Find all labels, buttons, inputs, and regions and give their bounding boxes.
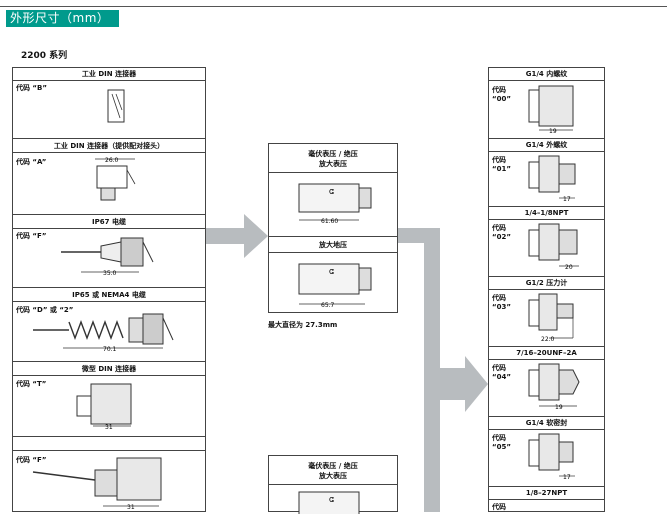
- svg-text:ⵛ: ⵛ: [329, 188, 334, 196]
- cable-f-drawing: 31: [32, 457, 162, 511]
- svg-text:ⵛ: ⵛ: [329, 496, 334, 504]
- left-section-1-code: 代码 “B”: [16, 84, 47, 92]
- right-section-1-title: G1/4 内螺纹: [489, 68, 604, 81]
- middle-top-title-2: 放大表压: [319, 160, 347, 168]
- fitting-05-drawing: 17: [528, 433, 575, 481]
- dim-label-a: 26.0: [105, 157, 119, 164]
- right-section-7-title: 1/8–27NPT: [489, 487, 604, 500]
- left-section-4-code: 代码 “D” 或 “2”: [16, 306, 74, 314]
- ip65-cable-drawing: 70.1: [33, 313, 174, 353]
- left-section-5-title: 微型 DIN 连接器: [13, 363, 205, 376]
- sensor-body-drawing-2: ⵛ 65.7: [298, 263, 372, 309]
- dim-label-00: 19: [549, 128, 557, 135]
- sensor-body-panel: 毫伏表压 / 绝压 放大表压 ⵛ 61.60 放大地压 ⵛ 65.7: [268, 143, 398, 313]
- fitting-04-drawing: 19: [528, 363, 580, 411]
- right-section-2-code: 代码 “01”: [492, 156, 511, 173]
- left-section-5-code: 代码 “T”: [16, 380, 47, 388]
- right-section-2-title: G1/4 外螺纹: [489, 139, 604, 152]
- dim-label-mid-1: 61.60: [321, 218, 338, 225]
- dim-label-f2: 31: [127, 504, 135, 511]
- dim-label-04: 19: [555, 404, 563, 411]
- left-section-2-title: 工业 DIN 连接器（提供配对接头）: [13, 140, 205, 153]
- dim-label-f: 35.0: [103, 270, 117, 277]
- connector-options-panel: 工业 DIN 连接器 代码 “B” 工业 DIN 连接器（提供配对接头） 代码 …: [12, 67, 206, 512]
- right-section-7-code: 代码: [492, 503, 506, 511]
- left-section-2-code: 代码 “A”: [16, 158, 47, 166]
- middle-bottom-title-2: 放大表压: [319, 472, 347, 480]
- arrow-left-to-middle: [205, 214, 268, 258]
- middle-second-title: 放大地压: [319, 241, 347, 249]
- right-section-4-code: 代码 “03”: [492, 294, 511, 311]
- vertical-connector: [424, 228, 440, 512]
- middle-top-title-1: 毫伏表压 / 绝压: [308, 150, 358, 158]
- process-connection-panel: G1/4 内螺纹 代码 “00” 19 G1/4 外螺纹 代码 “01” 17 …: [488, 67, 605, 512]
- fitting-03-drawing: 22.0: [528, 293, 574, 343]
- middle-bottom-title-1: 毫伏表压 / 绝压: [308, 462, 358, 470]
- right-section-5-code: 代码 “04”: [492, 364, 511, 381]
- left-section-6-code: 代码 “F”: [16, 456, 47, 464]
- right-section-3-title: 1/4–1/8NPT: [489, 207, 604, 220]
- din-connector-a-drawing: 26.0: [95, 157, 136, 201]
- fitting-01-drawing: 17: [528, 155, 576, 203]
- sensor-body-drawing-3: ⵛ: [298, 491, 360, 514]
- ip67-cable-drawing: 35.0: [61, 237, 154, 277]
- right-section-1-code: 代码 “00”: [492, 86, 511, 103]
- left-section-4-title: IP65 或 NEMA4 电缆: [13, 289, 205, 302]
- right-section-6-code: 代码 “05”: [492, 434, 511, 451]
- section-title-banner: 外形尺寸（mm）: [6, 10, 119, 27]
- fitting-00-drawing: 19: [528, 85, 574, 135]
- din-connector-b-drawing: [107, 89, 125, 123]
- dim-label-02: 20: [565, 264, 573, 271]
- left-section-3-code: 代码 “F”: [16, 232, 47, 240]
- sensor-body-panel-lower: 毫伏表压 / 绝压 放大表压 ⵛ: [268, 455, 398, 514]
- max-diameter-note: 最大直径为 27.3mm: [268, 321, 338, 329]
- fitting-02-drawing: 20: [528, 223, 579, 271]
- left-section-6-title: [13, 438, 205, 451]
- micro-din-drawing: 31: [76, 383, 132, 431]
- dim-label-05: 17: [563, 474, 571, 481]
- dim-label-01: 17: [563, 196, 571, 203]
- arrow-middle-to-right: [440, 356, 488, 412]
- right-section-6-title: G1/4 软密封: [489, 417, 604, 430]
- dim-label-t: 31: [105, 424, 113, 431]
- svg-text:ⵛ: ⵛ: [329, 268, 334, 276]
- sensor-body-drawing-1: ⵛ 61.60: [298, 183, 372, 225]
- right-section-5-title: 7/16–20UNF–2A: [489, 347, 604, 360]
- series-label: 2200 系列: [21, 51, 68, 61]
- right-section-4-title: G1/2 压力计: [489, 277, 604, 290]
- left-section-3-title: IP67 电缆: [13, 216, 205, 229]
- dim-label-d: 70.1: [103, 346, 117, 353]
- top-rule: [0, 6, 667, 7]
- dim-label-mid-2: 65.7: [321, 302, 335, 309]
- left-section-1-title: 工业 DIN 连接器: [13, 68, 205, 81]
- connector-top-stub: [398, 228, 440, 243]
- right-section-3-code: 代码 “02”: [492, 224, 511, 241]
- dim-label-03: 22.0: [541, 336, 555, 343]
